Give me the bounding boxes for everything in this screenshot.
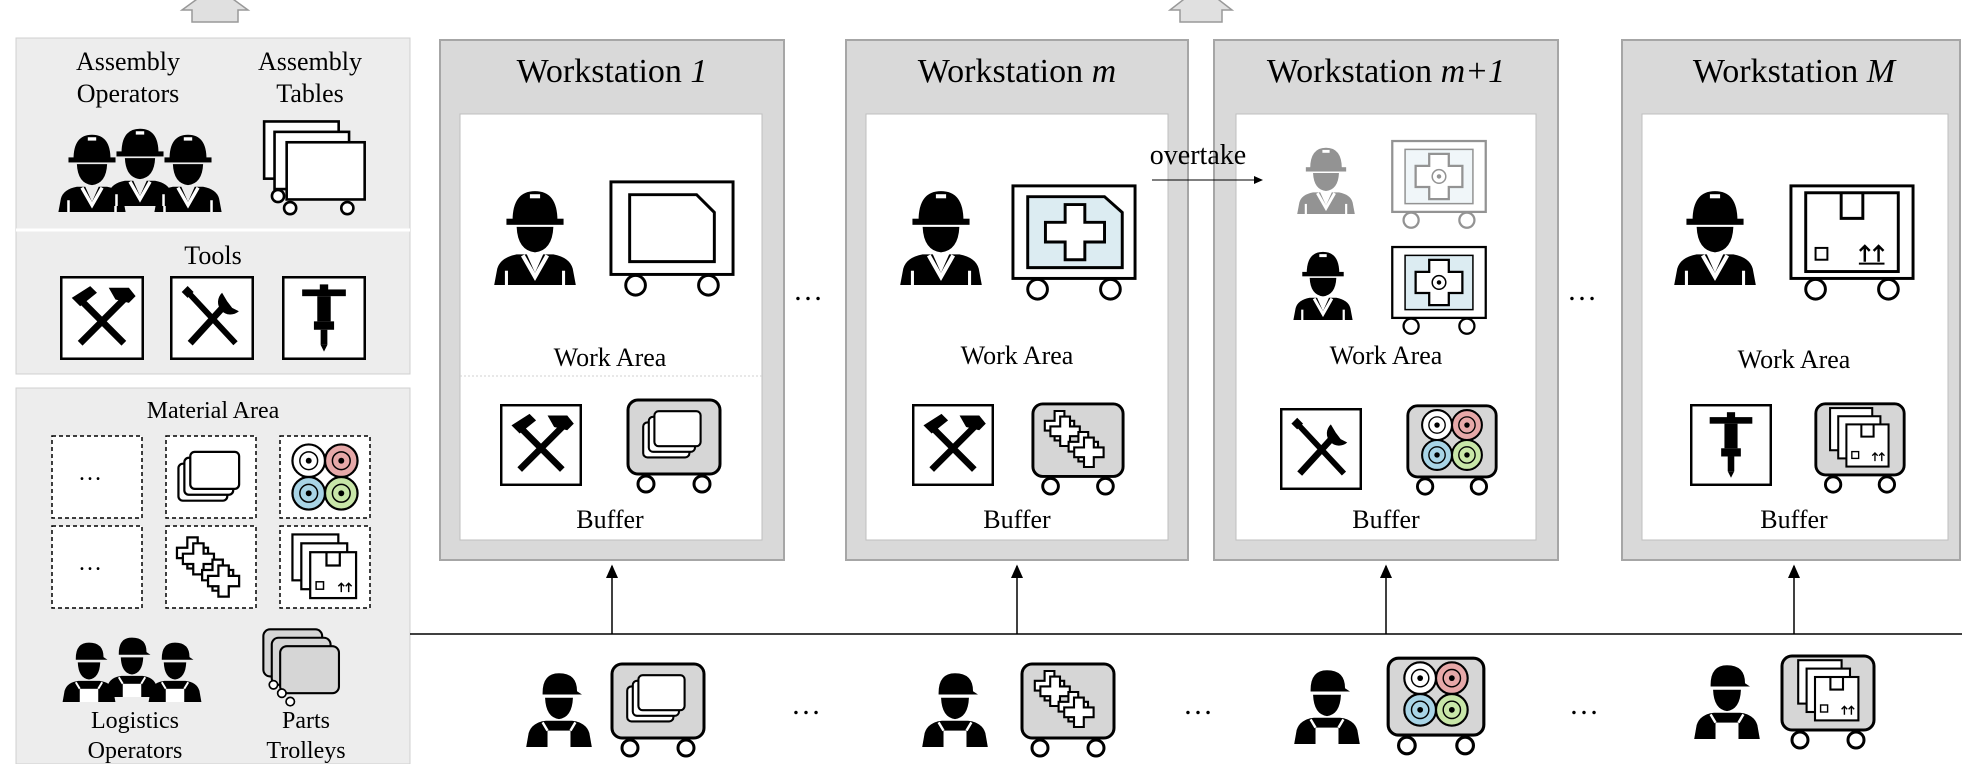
material-area: Material Area … … Logistics Operators Pa…	[15, 387, 411, 764]
ellipsis: …	[791, 688, 821, 721]
assembly-operators-label: Assembly	[76, 47, 180, 76]
logistics-delivery-m	[920, 662, 1116, 758]
buffer-label: Buffer	[576, 505, 644, 534]
hammer-pick-icon	[913, 405, 993, 485]
logistics-delivery-M	[1692, 654, 1876, 750]
hammer-pick-icon	[501, 405, 581, 485]
assembly-tables-icon	[262, 119, 367, 216]
assembly-tables-label: Assembly	[258, 47, 362, 76]
work-area-label: Work Area	[554, 343, 667, 372]
workstation-title: Workstation m	[918, 53, 1116, 90]
logistics-operator-icon	[1692, 663, 1762, 741]
resource-panel: Assembly Operators Assembly Tables Tools	[15, 37, 411, 375]
work-area-label: Work Area	[1330, 341, 1443, 370]
buffer-label: Buffer	[1760, 505, 1828, 534]
logistics-operators-label: Operators	[88, 738, 183, 764]
tools-label: Tools	[184, 241, 241, 270]
material-cell-ellipsis: …	[78, 460, 102, 486]
assembly-tables-label: Tables	[276, 79, 344, 108]
box-parts-icon	[291, 533, 358, 600]
logistics-operator-icon	[1292, 668, 1362, 746]
logistics-operator-icon	[524, 671, 594, 749]
workstation-title: Workstation M	[1693, 53, 1897, 90]
sheet-parts-icon	[177, 450, 241, 502]
buffer-label: Buffer	[983, 505, 1051, 534]
logistics-operators-label: Logistics	[91, 708, 179, 734]
workstation-1: Workstation 1 Work Area Buffer	[439, 39, 785, 561]
sheet-parts-icon	[642, 410, 702, 459]
material-area-title: Material Area	[147, 398, 280, 424]
assembly-operators-label: Operators	[77, 79, 180, 108]
jackhammer-icon	[281, 276, 367, 360]
upward-flow-arrow	[1167, 0, 1235, 23]
workstation-title: Workstation 1	[517, 53, 708, 90]
workstation-m: Workstation m Work Area Buffer	[845, 39, 1189, 561]
work-area-label: Work Area	[961, 341, 1074, 370]
workstation-title: Workstation m+1	[1267, 53, 1505, 90]
logistics-delivery-1	[524, 662, 706, 758]
material-cell-ellipsis: …	[78, 550, 102, 576]
sheet-parts-icon	[626, 674, 686, 723]
logistics-operator-icon	[920, 671, 990, 749]
parts-trolleys-label: Trolleys	[266, 738, 345, 764]
ellipsis: …	[1183, 688, 1213, 721]
box-parts-icon	[1797, 659, 1860, 722]
screwdriver-wrench-icon	[1281, 409, 1361, 489]
parts-trolleys-label: Parts	[282, 708, 330, 734]
buffer-label: Buffer	[1352, 505, 1420, 534]
jackhammer-icon	[1689, 404, 1773, 486]
workstation-m-plus-1: Workstation m+1 Work Area Buffer	[1213, 39, 1559, 561]
hammer-pick-icon	[61, 277, 142, 358]
ellipsis: …	[793, 274, 823, 307]
ellipsis: …	[1567, 274, 1597, 307]
workstation-M: Workstation M Work Area Buffer	[1621, 39, 1961, 561]
work-area-label: Work Area	[1738, 345, 1851, 374]
ellipsis: …	[1569, 688, 1599, 721]
overtake-label: overtake	[1150, 140, 1246, 171]
logistics-feed-lines	[410, 564, 1962, 635]
box-parts-icon	[1828, 406, 1890, 468]
upward-flow-arrow	[179, 0, 251, 23]
logistics-delivery-m-plus-1	[1292, 656, 1486, 756]
screwdriver-wrench-icon	[171, 277, 252, 358]
